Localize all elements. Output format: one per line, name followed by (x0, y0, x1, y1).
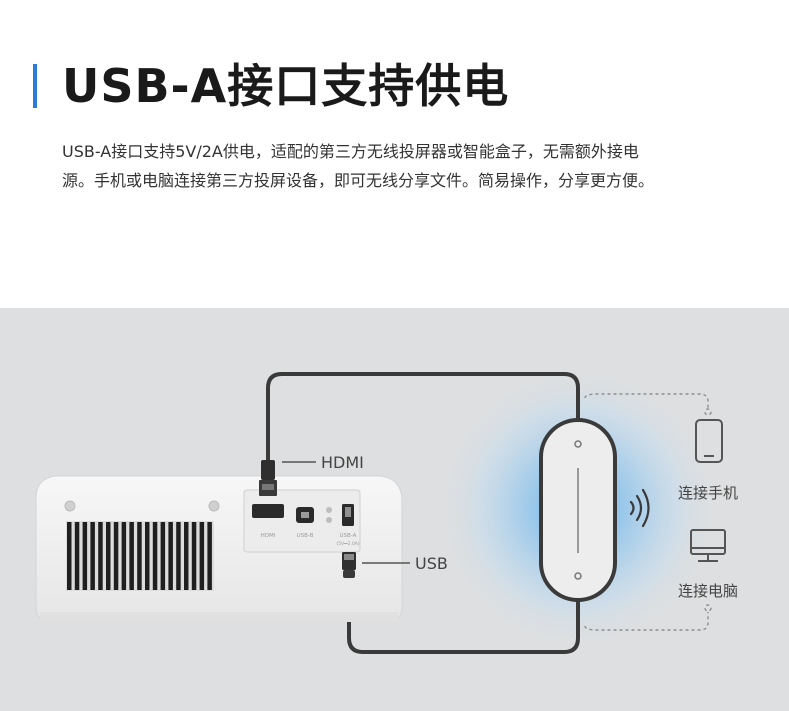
vent-slat (113, 522, 119, 590)
hdmi-plug (259, 460, 277, 496)
wireless-signal-icon (629, 488, 650, 528)
usb-a-port-spec: (5V⎓2.0A) (336, 541, 360, 547)
usb-a-port-label: USB-A (340, 533, 357, 539)
vent-slat (176, 522, 181, 590)
vent-slat (160, 522, 166, 590)
vent-slat (82, 522, 88, 590)
hdmi-port (252, 504, 284, 518)
vent-slat (98, 522, 103, 590)
phone-label: 连接手机 (678, 484, 738, 502)
header-section: USB-A接口支持供电 USB-A接口支持5V/2A供电，适配的第三方无线投屏器… (0, 0, 789, 308)
smartphone-icon (695, 419, 723, 463)
vent-slat (106, 522, 111, 590)
pc-label: 连接电脑 (678, 582, 738, 600)
vent-slat (145, 522, 150, 590)
vent-slat (199, 522, 205, 590)
vent-slat (207, 522, 212, 590)
usb-plug (342, 552, 356, 578)
vent-slat (129, 522, 134, 590)
vent-slat (152, 522, 158, 590)
wireless-dongle (539, 418, 617, 602)
feature-description: USB-A接口支持5V/2A供电，适配的第三方无线投屏器或智能盒子，无需额外接电… (62, 142, 655, 190)
panel-button (326, 517, 332, 523)
illustration-panel: HDMI USB-B USB-A (5V⎓2.0A) (0, 308, 789, 711)
vent-slat (67, 522, 72, 590)
connection-illustration: HDMI USB-B USB-A (5V⎓2.0A) (35, 363, 738, 654)
vent-slat (168, 522, 173, 590)
screw (208, 500, 220, 512)
usb-cable (347, 574, 580, 654)
accent-bar (33, 64, 37, 108)
vent-slat (137, 522, 142, 590)
hdmi-cable (266, 372, 580, 470)
monitor-icon (690, 529, 726, 562)
vent-slat (121, 522, 127, 590)
screw (64, 500, 76, 512)
projector: HDMI USB-B USB-A (5V⎓2.0A) (35, 475, 403, 622)
panel-button (326, 507, 332, 513)
hdmi-label: HDMI (321, 453, 364, 472)
usb-b-port-label: USB-B (297, 533, 314, 539)
page-title: USB-A接口支持供电 (62, 59, 510, 113)
hdmi-port-label: HDMI (261, 533, 276, 539)
usb-label: USB (415, 554, 448, 573)
vent-slat (74, 522, 80, 590)
vent-slat (184, 522, 189, 590)
vent-slat (90, 522, 95, 590)
vent-slat (191, 522, 197, 590)
dashed-connection-lines (584, 393, 712, 631)
